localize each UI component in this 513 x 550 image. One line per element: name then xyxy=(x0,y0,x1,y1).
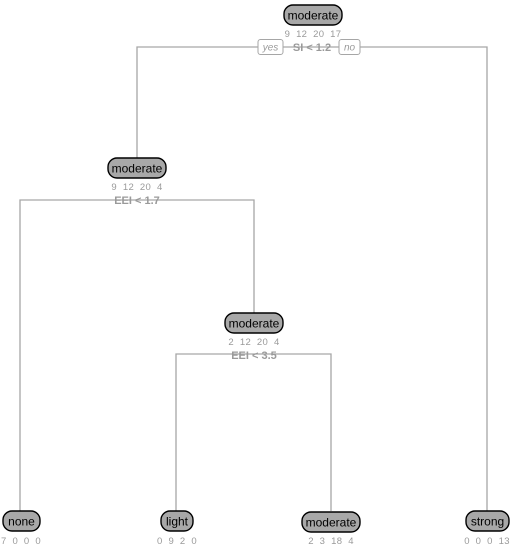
node-root: moderate 9 12 20 17 SI < 1.2 xyxy=(283,4,343,54)
edge-root-to-strong xyxy=(256,46,488,511)
node-root-split: SI < 1.2 xyxy=(293,42,331,54)
branch-tag-yes: yes xyxy=(257,39,284,55)
node-5-label: moderate xyxy=(229,317,280,331)
edge-root-to-n2 xyxy=(136,46,256,158)
branch-label-yes: yes xyxy=(262,43,279,54)
edge-n2-to-none xyxy=(19,199,137,511)
tree-edges xyxy=(19,46,488,511)
leaf-strong-counts: 0 0 0 13 xyxy=(464,536,510,547)
node-2-label: moderate xyxy=(112,162,163,176)
node-2: moderate 9 12 20 4 EEI < 1.7 xyxy=(107,157,167,207)
node-5-counts: 2 12 20 4 xyxy=(228,337,279,348)
leaf-light-label: light xyxy=(166,515,189,529)
edge-n5-to-light xyxy=(175,353,254,511)
leaf-none-label: none xyxy=(8,515,35,529)
leaf-none: none 7 0 0 0 xyxy=(1,510,41,547)
node-5-split: EEI < 3.5 xyxy=(231,350,277,362)
leaf-moderate-label: moderate xyxy=(306,516,357,530)
node-5: moderate 2 12 20 4 EEI < 3.5 xyxy=(224,312,284,362)
leaf-strong: strong 0 0 0 13 xyxy=(464,510,510,547)
branch-label-no: no xyxy=(344,43,356,54)
leaf-light: light 0 9 2 0 xyxy=(157,510,197,547)
leaf-none-counts: 7 0 0 0 xyxy=(1,536,41,547)
node-2-split: EEI < 1.7 xyxy=(114,195,160,207)
leaf-strong-label: strong xyxy=(471,515,504,529)
node-root-counts: 9 12 20 17 xyxy=(285,29,342,40)
branch-tag-no: no xyxy=(338,39,361,55)
leaf-light-counts: 0 9 2 0 xyxy=(157,536,197,547)
node-2-counts: 9 12 20 4 xyxy=(111,182,162,193)
edge-n5-to-moderate xyxy=(254,353,332,511)
leaf-moderate-counts: 2 3 18 4 xyxy=(308,536,354,547)
edge-n2-to-n5 xyxy=(137,199,255,313)
leaf-moderate: moderate 2 3 18 4 xyxy=(301,511,361,547)
node-root-label: moderate xyxy=(288,9,339,23)
